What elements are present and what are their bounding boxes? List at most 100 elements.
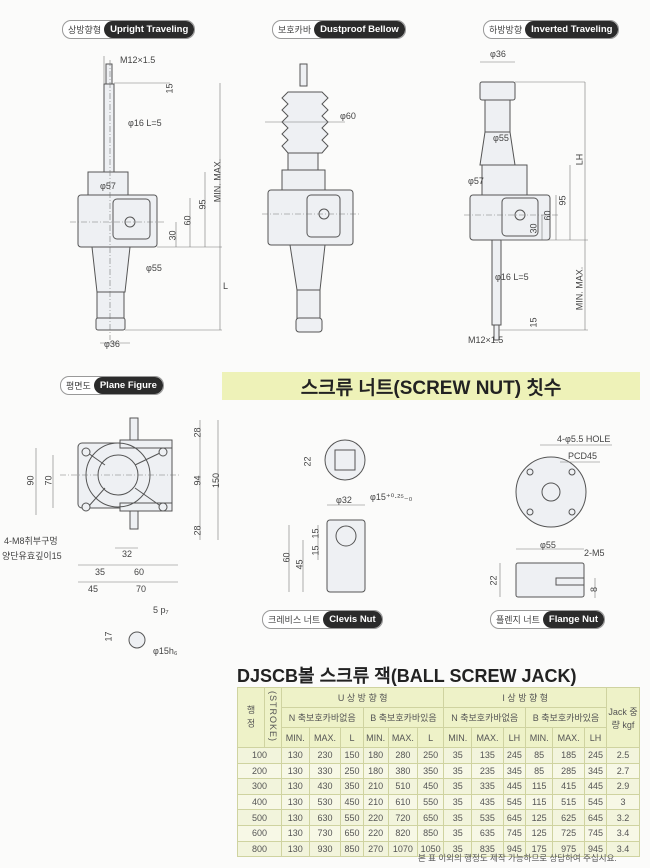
dim-label: 45 xyxy=(88,584,99,594)
dim-label: 22 xyxy=(488,575,499,586)
dim-label: 95 xyxy=(557,195,568,206)
clevis-nut-drawing xyxy=(288,439,366,593)
dim-label: M12×1.5 xyxy=(468,335,504,345)
dim-label: φ15h₆ xyxy=(153,646,178,656)
table-cell: 535 xyxy=(471,809,504,826)
dim-label: MIN. MAX. xyxy=(574,266,585,311)
table-cell: 135 xyxy=(471,747,504,764)
table-cell: 510 xyxy=(387,778,418,795)
dim-label: φ55 xyxy=(493,133,509,143)
dim-label: φ55 xyxy=(540,540,556,550)
bellow-jack-drawing xyxy=(262,63,360,333)
dim-label: φ57 xyxy=(468,176,484,186)
table-cell: 2.5 xyxy=(606,747,640,764)
table-cell: 3.2 xyxy=(606,809,640,826)
dim-label: φ55 xyxy=(146,263,162,273)
table-cell: 725 xyxy=(552,824,585,842)
table-cell: 115 xyxy=(524,778,554,795)
column-header: MIN. xyxy=(362,727,389,748)
table-cell: 35 xyxy=(443,747,473,764)
dim-label: 32 xyxy=(122,549,133,559)
dim-label: φ57 xyxy=(100,181,116,191)
table-cell: 115 xyxy=(524,793,554,811)
table-cell: 3 xyxy=(606,793,640,811)
dim-label: 90 xyxy=(25,475,36,486)
badge-ko-label: 플렌지 너트 xyxy=(496,615,540,625)
dim-label: LH xyxy=(574,153,585,166)
dim-label: φ32 xyxy=(336,495,352,505)
table-cell: 380 xyxy=(387,762,418,780)
dim-label: φ36 xyxy=(490,49,506,59)
dim-label: 45 xyxy=(294,559,305,570)
table-cell: 130 xyxy=(281,824,310,842)
dim-label: 70 xyxy=(43,475,54,486)
table-cell: 350 xyxy=(340,778,364,795)
table-cell: 550 xyxy=(416,793,445,811)
badge-en-label: Clevis Nut xyxy=(323,611,382,628)
subgroup-header: N 축보호카바없음 xyxy=(281,707,364,728)
dim-label: 22 xyxy=(302,456,313,467)
table-cell: 650 xyxy=(416,809,445,826)
screw-nut-banner: 스크류 너트(SCREW NUT) 칫수 xyxy=(222,372,640,400)
dim-label: 60 xyxy=(542,210,553,221)
dim-label: PCD45 xyxy=(568,451,598,461)
badge-en-label: Dustproof Bellow xyxy=(314,21,405,38)
dim-label: 95 xyxy=(197,199,208,210)
table-cell: 35 xyxy=(443,824,473,842)
table-cell: 85 xyxy=(524,762,554,780)
dim-label: 60 xyxy=(182,215,193,226)
dim-label: φ15⁺⁰·²⁵₋₀ xyxy=(370,492,413,502)
table-cell: 175 xyxy=(524,840,554,858)
table-cell: 210 xyxy=(362,778,389,795)
table-cell: 220 xyxy=(362,809,389,826)
inverted-jack-drawing xyxy=(464,61,588,341)
stroke-cell: 100 xyxy=(237,747,282,764)
table-cell: 35 xyxy=(443,778,473,795)
stroke-cell: 300 xyxy=(237,778,282,795)
table-cell: 635 xyxy=(471,824,504,842)
table-cell: 210 xyxy=(362,793,389,811)
table-cell: 245 xyxy=(583,747,608,764)
table-cell: 930 xyxy=(308,840,342,858)
table-cell: 435 xyxy=(471,793,504,811)
table-cell: 820 xyxy=(387,824,418,842)
dim-label: 28 xyxy=(192,525,203,536)
plane-figure-drawing xyxy=(35,417,219,649)
table-cell: 270 xyxy=(362,840,389,858)
table-cell: 445 xyxy=(502,778,526,795)
dim-label: 28 xyxy=(192,427,203,438)
stroke-cell: 600 xyxy=(237,824,282,842)
table-cell: 610 xyxy=(387,793,418,811)
i-group-header: I 상 방 향 형 xyxy=(443,687,607,708)
table-cell: 35 xyxy=(443,762,473,780)
dim-label: 94 xyxy=(192,475,203,486)
table-cell: 345 xyxy=(502,762,526,780)
table-cell: 545 xyxy=(502,793,526,811)
mounting-depth-note: 양단유효깊이15 xyxy=(2,551,62,561)
flange-nut-drawing xyxy=(499,444,612,598)
table-cell: 345 xyxy=(583,762,608,780)
badge-clevis-nut: 크레비스 너트 Clevis Nut xyxy=(262,610,383,629)
table-cell: 730 xyxy=(308,824,342,842)
column-header: L xyxy=(340,727,364,748)
badge-inverted-traveling: 하방방향 Inverted Traveling xyxy=(483,20,620,39)
table-cell: 150 xyxy=(340,747,364,764)
table-cell: 125 xyxy=(524,809,554,826)
table-cell: 250 xyxy=(416,747,445,764)
stroke-cell: 400 xyxy=(237,793,282,811)
table-cell: 945 xyxy=(583,840,608,858)
table-cell: 245 xyxy=(502,747,526,764)
table-cell: 285 xyxy=(552,762,585,780)
badge-dustproof-bellow: 보호카바 Dustproof Bellow xyxy=(272,20,406,39)
table-cell: 415 xyxy=(552,778,585,795)
subgroup-header: N 축보호카바없음 xyxy=(443,707,526,728)
column-header: LH xyxy=(502,727,526,748)
u-group-header: U 상 방 향 형 xyxy=(280,687,445,708)
table-cell: 745 xyxy=(502,824,526,842)
dim-label: 8 xyxy=(589,586,600,593)
